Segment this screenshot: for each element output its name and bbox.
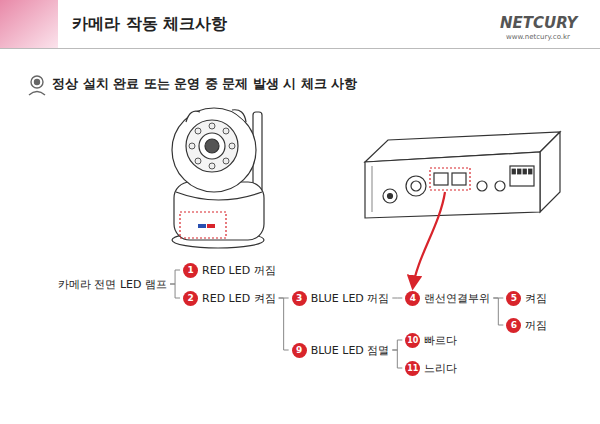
- callout-number: 6: [506, 318, 521, 333]
- brand-logo: NETCURY: [500, 14, 577, 32]
- check-item: 5 켜짐: [506, 291, 547, 306]
- callout-number: 9: [292, 343, 307, 358]
- camera-illustration: [172, 108, 264, 248]
- check-item: 9 BLUE LED 점멸: [292, 343, 390, 358]
- callout-number: 2: [183, 291, 198, 306]
- root-item: 카메라 전면 LED 램프: [58, 277, 167, 292]
- page-title: 카메라 작동 체크사항: [72, 14, 227, 35]
- callout-number: 3: [292, 291, 307, 306]
- callout-number: 10: [405, 333, 420, 348]
- callout-number: 1: [183, 263, 198, 278]
- bracket-connector: [392, 350, 402, 368]
- bracket-connector: [493, 298, 503, 325]
- item-label: BLUE LED 점멸: [311, 343, 390, 358]
- item-label: 빠르다: [424, 333, 457, 348]
- callout-number: 5: [506, 291, 521, 306]
- callout-number: 11: [405, 361, 420, 376]
- item-label: 꺼짐: [525, 318, 547, 333]
- item-label: 켜짐: [525, 291, 547, 306]
- item-label: 랜선연결부위: [424, 291, 490, 306]
- bracket-connector: [392, 298, 402, 299]
- item-label: RED LED 꺼짐: [202, 263, 276, 278]
- check-item: 11 느리다: [405, 361, 457, 376]
- check-item: 6 꺼짐: [506, 318, 547, 333]
- callout-number: 4: [405, 291, 420, 306]
- check-item: 3 BLUE LED 꺼짐: [292, 291, 390, 306]
- bracket-connector: [279, 298, 289, 350]
- item-label: RED LED 켜짐: [202, 291, 276, 306]
- item-label: 카메라 전면 LED 램프: [58, 277, 167, 292]
- check-item: 2 RED LED 켜짐: [183, 291, 276, 306]
- pointer-arrow: [413, 192, 445, 288]
- bracket-connector: [170, 284, 180, 298]
- item-label: 느리다: [424, 361, 457, 376]
- check-item: 4 랜선연결부위: [405, 291, 490, 306]
- bracket-connector: [392, 340, 402, 350]
- website-url: www.netcury.co.kr: [506, 33, 570, 41]
- device-illustration: [365, 132, 560, 218]
- item-label: BLUE LED 꺼짐: [311, 291, 390, 306]
- subtitle: 정상 설치 완료 또는 운영 중 문제 발생 시 체크 사항: [52, 75, 357, 93]
- check-item: 1 RED LED 꺼짐: [183, 263, 276, 278]
- subtitle-icon: [29, 76, 45, 95]
- check-item: 10 빠르다: [405, 333, 457, 348]
- header-tab: [0, 0, 58, 48]
- header-rule: [0, 48, 600, 49]
- bracket-connector: [170, 270, 180, 284]
